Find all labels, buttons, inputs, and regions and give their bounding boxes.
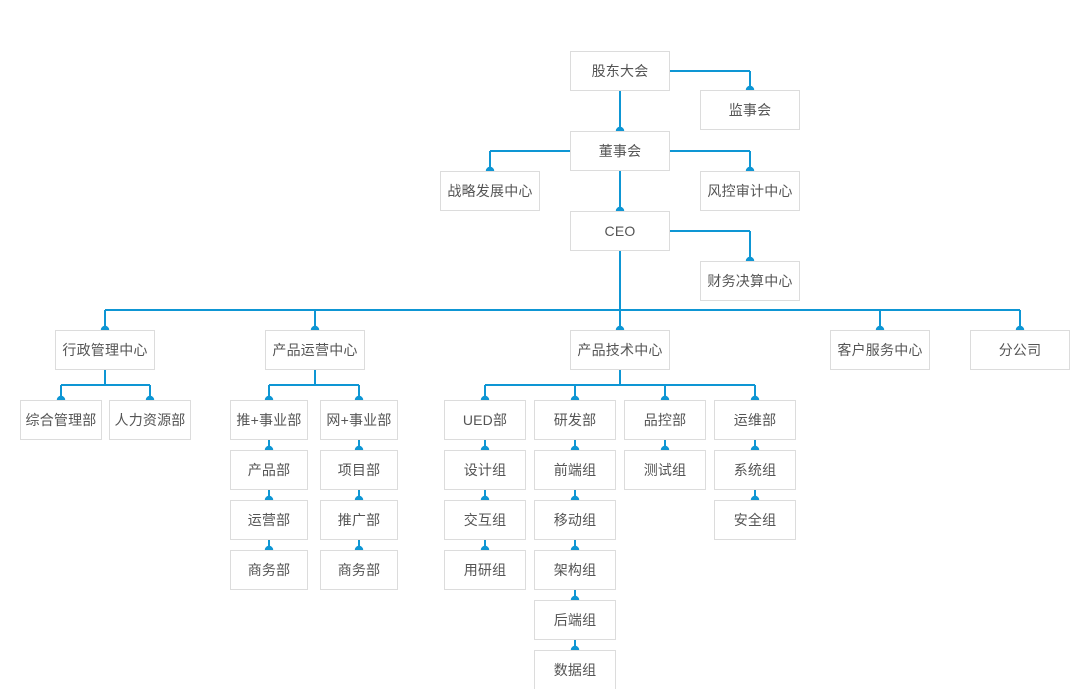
- org-node[interactable]: 运营部: [230, 500, 308, 540]
- org-node[interactable]: 运维部: [714, 400, 796, 440]
- org-node-label: 分公司: [998, 342, 1042, 358]
- org-node[interactable]: 商务部: [230, 550, 308, 590]
- org-node[interactable]: 分公司: [970, 330, 1070, 370]
- org-node-label: 产品运营中心: [272, 342, 358, 358]
- org-node[interactable]: 网+事业部: [320, 400, 398, 440]
- org-node[interactable]: 股东大会: [570, 51, 670, 91]
- org-node-label: 商务部: [337, 562, 381, 578]
- org-node-label: 架构组: [553, 562, 597, 578]
- org-node-label: 系统组: [733, 462, 777, 478]
- org-node-label: UED部: [462, 412, 508, 428]
- org-node[interactable]: 系统组: [714, 450, 796, 490]
- org-node-label: 交互组: [463, 512, 507, 528]
- org-node[interactable]: 移动组: [534, 500, 616, 540]
- org-node[interactable]: UED部: [444, 400, 526, 440]
- org-node-label: 商务部: [247, 562, 291, 578]
- org-node-label: 行政管理中心: [62, 342, 148, 358]
- org-node-label: 财务决算中心: [707, 273, 793, 289]
- org-node-label: 综合管理部: [25, 412, 97, 428]
- org-node-label: 监事会: [728, 102, 772, 118]
- org-node[interactable]: 测试组: [624, 450, 706, 490]
- org-node-label: 运维部: [733, 412, 777, 428]
- org-node[interactable]: 项目部: [320, 450, 398, 490]
- org-node[interactable]: 风控审计中心: [700, 171, 800, 211]
- org-node[interactable]: 监事会: [700, 90, 800, 130]
- org-node[interactable]: 董事会: [570, 131, 670, 171]
- org-node[interactable]: 架构组: [534, 550, 616, 590]
- org-node-label: 产品技术中心: [577, 342, 663, 358]
- org-node-label: 研发部: [553, 412, 597, 428]
- org-node-label: 安全组: [733, 512, 777, 528]
- org-node-label: 董事会: [598, 143, 642, 159]
- org-node-label: 产品部: [247, 462, 291, 478]
- org-node-label: 测试组: [643, 462, 687, 478]
- org-node-label: 风控审计中心: [707, 183, 793, 199]
- org-node-label: 前端组: [553, 462, 597, 478]
- org-node[interactable]: 用研组: [444, 550, 526, 590]
- org-node[interactable]: 人力资源部: [109, 400, 191, 440]
- org-node[interactable]: 前端组: [534, 450, 616, 490]
- org-node-label: 用研组: [463, 562, 507, 578]
- org-node-label: 设计组: [463, 462, 507, 478]
- org-node[interactable]: 战略发展中心: [440, 171, 540, 211]
- org-node[interactable]: 交互组: [444, 500, 526, 540]
- org-node-label: 运营部: [247, 512, 291, 528]
- org-node-label: 品控部: [643, 412, 687, 428]
- org-node[interactable]: 产品运营中心: [265, 330, 365, 370]
- org-node[interactable]: 后端组: [534, 600, 616, 640]
- org-node-label: 后端组: [553, 612, 597, 628]
- org-node-label: 战略发展中心: [447, 183, 533, 199]
- org-node[interactable]: 推广部: [320, 500, 398, 540]
- org-node[interactable]: 推+事业部: [230, 400, 308, 440]
- org-node[interactable]: 行政管理中心: [55, 330, 155, 370]
- org-node-label: 股东大会: [591, 63, 649, 79]
- org-node[interactable]: 设计组: [444, 450, 526, 490]
- org-node[interactable]: 商务部: [320, 550, 398, 590]
- org-node-label: 推+事业部: [236, 412, 302, 428]
- org-node[interactable]: 产品技术中心: [570, 330, 670, 370]
- org-node[interactable]: 数据组: [534, 650, 616, 689]
- org-node[interactable]: 综合管理部: [20, 400, 102, 440]
- org-node-label: 推广部: [337, 512, 381, 528]
- org-node-label: CEO: [604, 223, 636, 239]
- org-node[interactable]: 研发部: [534, 400, 616, 440]
- org-node-label: 网+事业部: [326, 412, 392, 428]
- org-node[interactable]: CEO: [570, 211, 670, 251]
- org-node[interactable]: 产品部: [230, 450, 308, 490]
- org-node-label: 客户服务中心: [837, 342, 923, 358]
- org-node-label: 项目部: [337, 462, 381, 478]
- org-node[interactable]: 品控部: [624, 400, 706, 440]
- org-node[interactable]: 客户服务中心: [830, 330, 930, 370]
- org-node-label: 人力资源部: [114, 412, 186, 428]
- org-node-label: 移动组: [553, 512, 597, 528]
- org-node-label: 数据组: [553, 662, 597, 678]
- org-node[interactable]: 安全组: [714, 500, 796, 540]
- org-node[interactable]: 财务决算中心: [700, 261, 800, 301]
